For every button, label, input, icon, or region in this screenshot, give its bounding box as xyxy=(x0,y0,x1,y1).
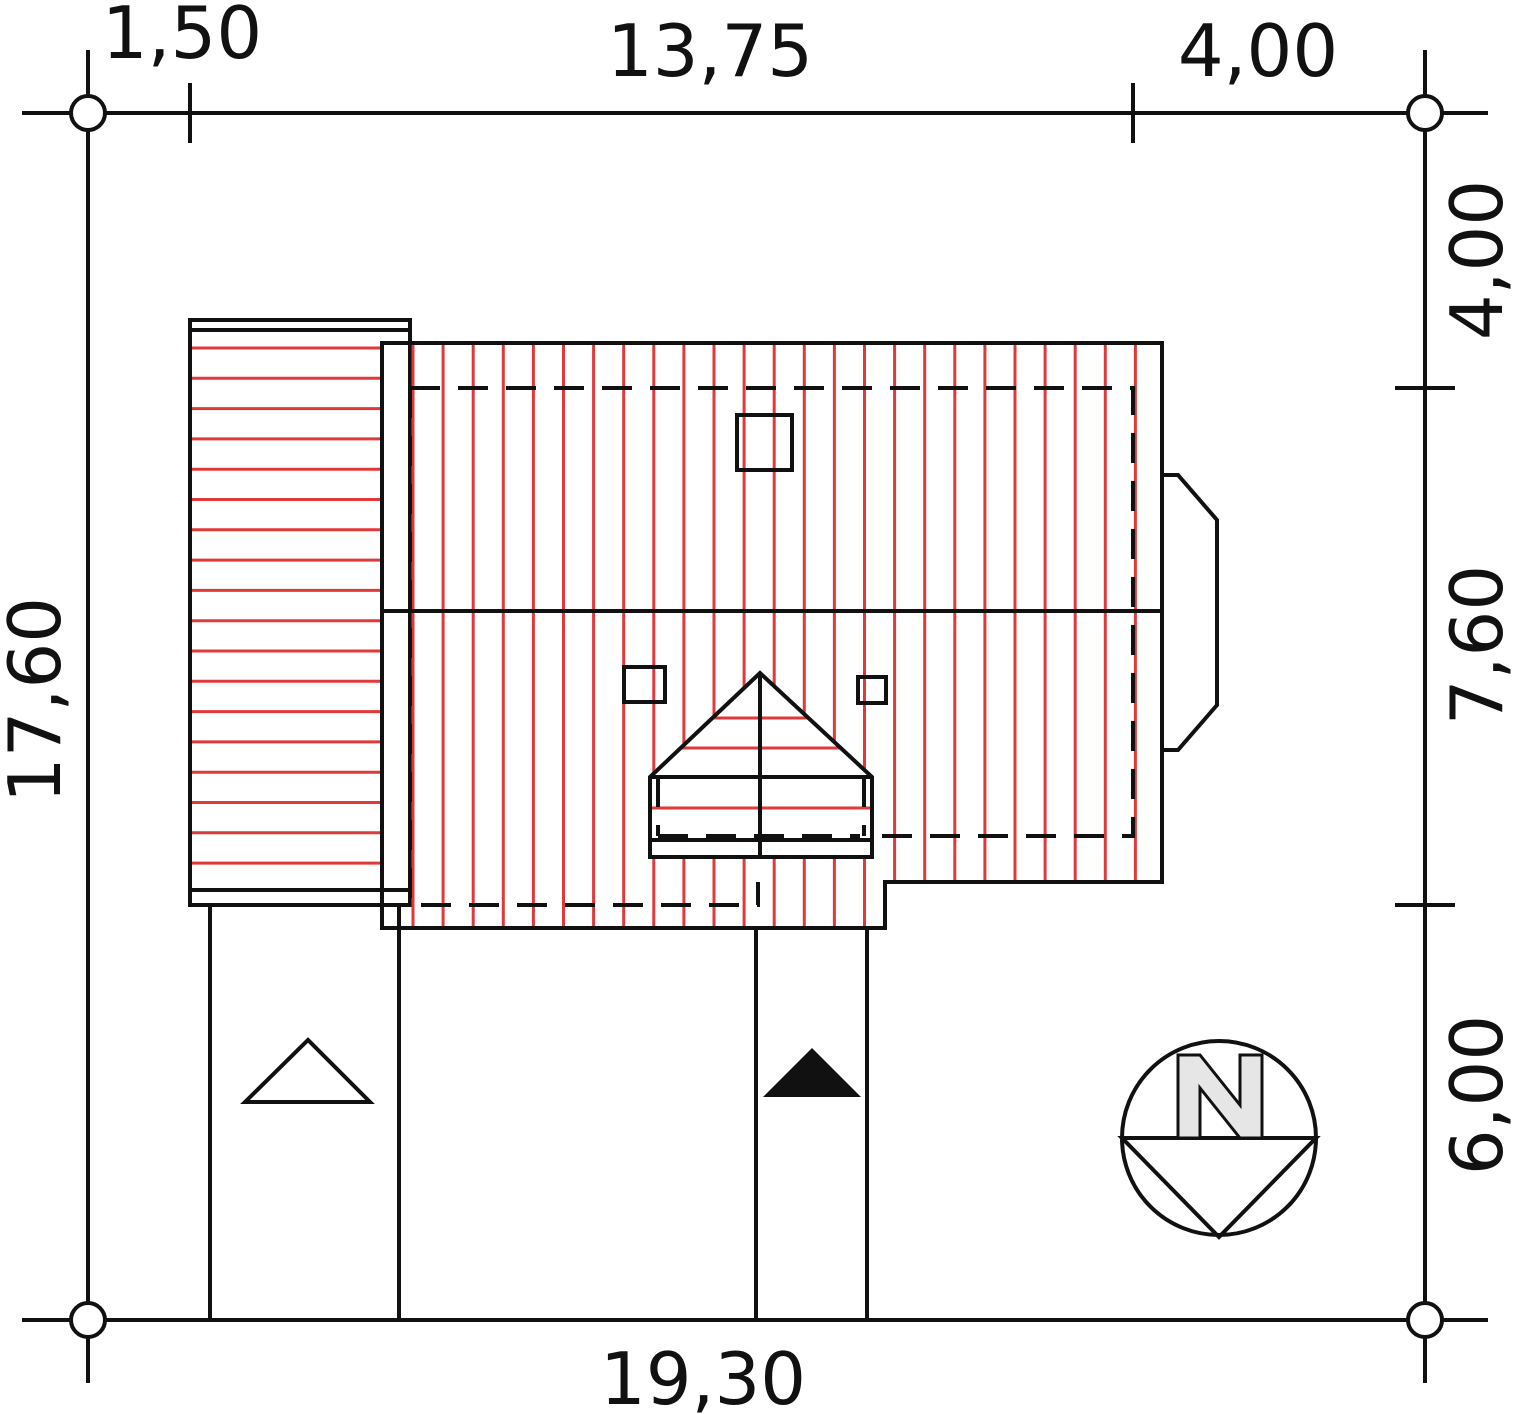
dim-left: 17,60 xyxy=(0,597,77,803)
wall-outline-dashed xyxy=(408,386,1135,907)
chimney xyxy=(735,413,794,472)
roof-window xyxy=(622,665,667,704)
dormer xyxy=(648,670,874,859)
dim-right-bottom: 6,00 xyxy=(1435,1015,1516,1175)
dim-right-middle: 7,60 xyxy=(1435,565,1516,725)
roof-window xyxy=(856,675,888,705)
dim-top-middle: 13,75 xyxy=(607,9,813,93)
dim-bottom: 19,30 xyxy=(600,1337,806,1414)
walkway xyxy=(754,926,869,1322)
garage-roof xyxy=(188,318,412,907)
house-roof xyxy=(380,341,1164,930)
driveway xyxy=(208,903,401,1322)
north-arrow-icon: N xyxy=(1117,1039,1321,1240)
dim-right-top: 4,00 xyxy=(1435,180,1516,340)
bay-window xyxy=(1160,473,1219,752)
dim-top-right: 4,00 xyxy=(1178,9,1338,93)
main-entrance-arrow-icon xyxy=(763,1048,861,1097)
corner-markers xyxy=(69,94,1444,1339)
dim-top-left: 1,50 xyxy=(102,0,262,75)
garage-entrance-arrow-icon xyxy=(240,1037,375,1104)
